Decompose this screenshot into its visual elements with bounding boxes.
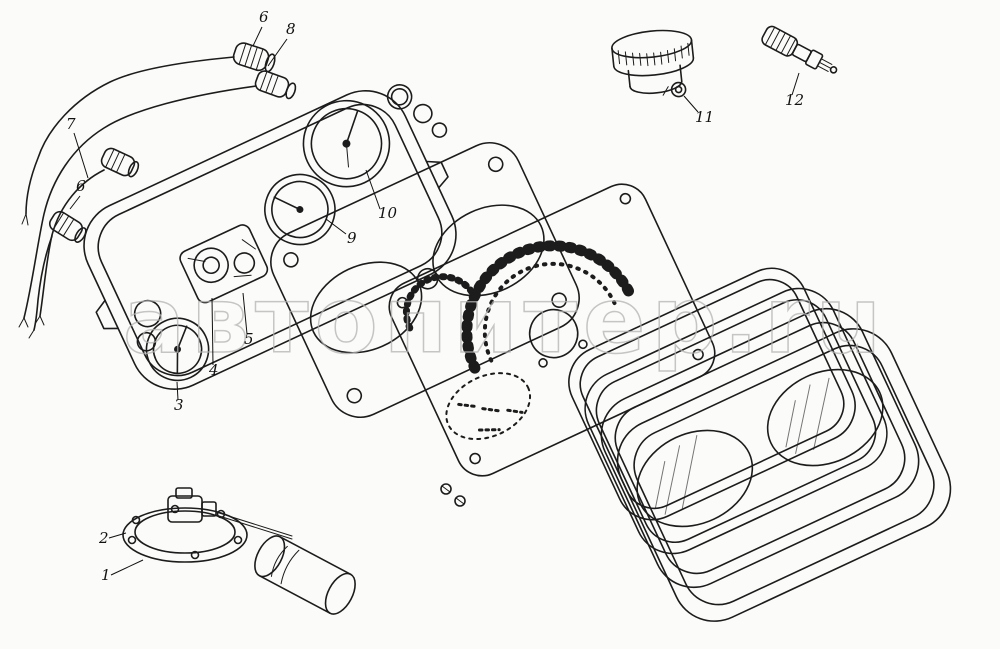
gauge-lower-left	[145, 317, 210, 382]
inner-bezel	[584, 287, 888, 555]
part-label-1: 1	[101, 566, 111, 584]
part-label-8: 8	[286, 20, 296, 38]
large-round-gauge	[302, 99, 391, 188]
connector-plug-top-second	[254, 70, 297, 100]
fuel-sender-float	[254, 535, 356, 615]
callout-labels: 6 8 7 6 3 4 5 9 10 11 12 2 1	[66, 8, 804, 584]
fuel-sender-flange	[122, 487, 293, 563]
part-label-6-left: 6	[76, 177, 86, 195]
bulb-fitting	[761, 25, 838, 74]
wiring-harness	[18, 56, 257, 339]
part-label-12: 12	[785, 91, 804, 109]
sender-unit	[611, 29, 695, 98]
part-label-9: 9	[347, 229, 357, 247]
glass-with-openings	[600, 307, 920, 589]
site-watermark: автопитер.ru	[123, 267, 887, 374]
part-label-5: 5	[244, 330, 254, 348]
dial-face	[388, 183, 716, 477]
part-label-7: 7	[66, 115, 76, 133]
dial-screws	[440, 483, 466, 507]
part-label-11: 11	[695, 108, 714, 126]
connector-plug-left	[48, 210, 87, 243]
connector-plug-mid-left	[100, 147, 140, 178]
callout-leaders	[69, 26, 800, 576]
part-label-10: 10	[378, 204, 398, 222]
small-round-gauge	[264, 173, 336, 246]
part-label-4: 4	[208, 361, 219, 379]
connector-plug-top	[232, 42, 276, 73]
cluster-housing	[83, 84, 457, 391]
part-label-3: 3	[174, 396, 184, 414]
part-label-6-top: 6	[259, 8, 269, 26]
part-label-2: 2	[98, 529, 109, 547]
speedometer-mechanism	[179, 224, 269, 304]
outer-rim	[616, 328, 952, 622]
